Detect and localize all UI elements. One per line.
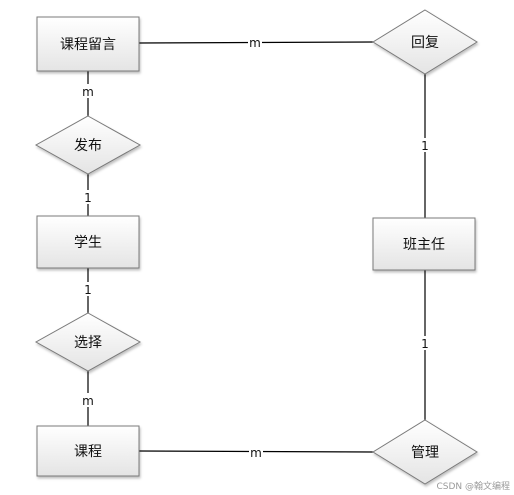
entity-course: [36, 425, 140, 477]
relationship-reply-label: 回复: [411, 34, 439, 51]
relationship-publish: [34, 115, 142, 175]
relationship-manage: [372, 419, 478, 485]
relationship-select: [34, 312, 142, 372]
watermark: CSDN @翰文编程: [436, 480, 510, 492]
entity-head-teacher: [372, 217, 476, 271]
cardinality-course-manage: m: [250, 446, 262, 460]
cardinality-publish-student: 1: [84, 191, 92, 205]
entity-student-label: 学生: [74, 235, 102, 251]
cardinality-select-course: m: [82, 394, 94, 408]
cardinality-message-reply: m: [249, 36, 261, 50]
cardinality-message-publish: m: [82, 85, 94, 99]
entity-course-label: 课程: [74, 444, 102, 460]
entity-course-message-label: 课程留言: [60, 37, 116, 53]
cardinality-reply-teacher: 1: [421, 139, 429, 153]
entity-head-teacher-label: 班主任: [403, 237, 445, 253]
cardinality-teacher-manage: 1: [421, 337, 429, 351]
relationship-reply: [372, 9, 478, 75]
entity-course-message: [36, 16, 140, 72]
relationship-select-label: 选择: [74, 335, 102, 351]
entity-student: [36, 215, 140, 269]
cardinality-student-select: 1: [84, 283, 92, 297]
relationship-manage-label: 管理: [411, 445, 439, 461]
relationship-publish-label: 发布: [74, 138, 102, 154]
